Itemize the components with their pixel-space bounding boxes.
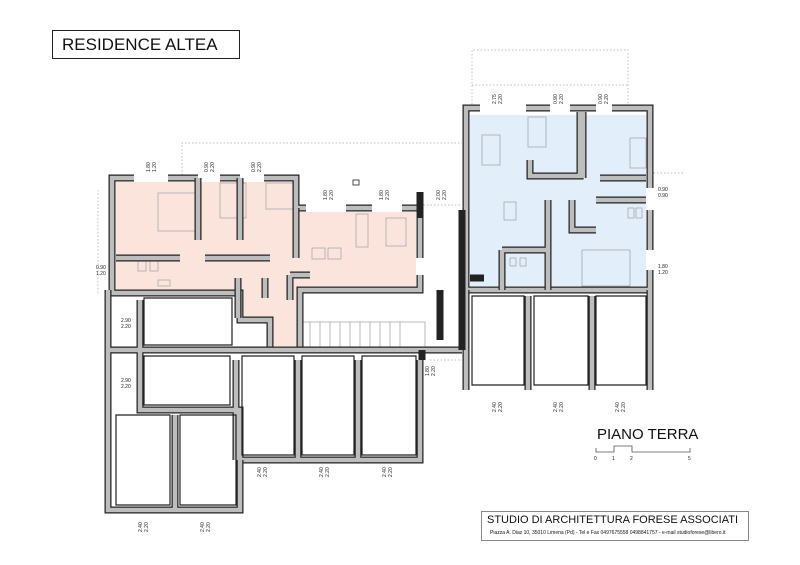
dimension-label: 2.20 (325, 467, 331, 477)
dimension-label: 1.20 (96, 271, 106, 277)
dimension-label: 2.90 (121, 318, 131, 324)
unit-right-fill (470, 115, 646, 286)
dimension-label: 2.40 (382, 467, 388, 477)
site-outline (97, 49, 685, 361)
scale-tick-label: 1 (612, 456, 615, 462)
project-title: RESIDENCE ALTEA (52, 30, 240, 59)
scale-tick-label: 2 (630, 456, 633, 462)
dimension-label: 2.20 (621, 402, 627, 412)
dimension-label: 2.20 (431, 366, 437, 376)
dimension-label: 1.80 (425, 366, 431, 376)
dimension-label: 2.75 (492, 94, 498, 104)
dimension-label: 2.20 (388, 467, 394, 477)
dimension-label: 2.40 (319, 467, 325, 477)
dimension-label: 2.20 (257, 162, 263, 172)
dimension-label: 2.40 (553, 402, 559, 412)
dimension-label: 2.20 (121, 384, 131, 390)
dimension-label: 1.80 (658, 264, 668, 270)
dimension-label: 0.90 (96, 265, 106, 271)
dimension-label: 0.90 (204, 162, 210, 172)
scale-bar: 0 1 2 5 (594, 445, 691, 462)
studio-address: Piazza A. Diaz 10, 35010 Limena (Pd) - T… (490, 530, 726, 536)
dimension-label: 2.40 (257, 467, 263, 477)
dimension-label: 2.40 (492, 402, 498, 412)
dimension-label: 0.90 (598, 94, 604, 104)
dimension-label: 1.20 (658, 270, 668, 276)
dimension-label: 2.40 (200, 522, 206, 532)
dimension-label: 2.20 (498, 94, 504, 104)
dimension-label: 2.20 (329, 190, 335, 200)
dimension-label: 2.20 (604, 94, 610, 104)
dimension-label: 2.40 (615, 402, 621, 412)
dimension-label: 2.40 (138, 522, 144, 532)
studio-name: STUDIO DI ARCHITETTURA FORESE ASSOCIATI (487, 514, 738, 526)
dimension-label: 0.90 (553, 94, 559, 104)
walls-garages (104, 210, 654, 514)
dimension-label: 0.90 (251, 162, 257, 172)
dimension-label: 2.20 (559, 94, 565, 104)
dimension-label: 2.20 (144, 522, 150, 532)
dimension-label: 1.80 (146, 162, 152, 172)
unit-left-fill (116, 182, 416, 346)
dimension-label: 2.20 (442, 190, 448, 200)
dimension-label: 2.90 (121, 378, 131, 384)
dimension-label: 0.90 (658, 187, 668, 193)
dimension-label: 2.20 (210, 162, 216, 172)
dimension-label: 2.00 (436, 190, 442, 200)
dimension-label: 1.20 (152, 162, 158, 172)
dimension-label: 2.20 (559, 402, 565, 412)
dimension-label: 1.80 (323, 190, 329, 200)
dimension-label: 2.20 (498, 402, 504, 412)
walls-left-unit (108, 174, 424, 348)
scale-tick-label: 0 (594, 456, 597, 462)
dimension-label: 1.80 (379, 190, 385, 200)
dimension-label: 2.20 (385, 190, 391, 200)
floor-label: PIANO TERRA (597, 426, 699, 443)
dimension-label: 2.20 (121, 324, 131, 330)
dimension-label: 0.90 (658, 193, 668, 199)
furniture (137, 116, 647, 349)
scale-tick-label: 5 (688, 456, 691, 462)
dimension-label: 2.20 (206, 522, 212, 532)
title-block: STUDIO DI ARCHITETTURA FORESE ASSOCIATI … (481, 511, 749, 541)
dimension-label: 2.20 (263, 467, 269, 477)
